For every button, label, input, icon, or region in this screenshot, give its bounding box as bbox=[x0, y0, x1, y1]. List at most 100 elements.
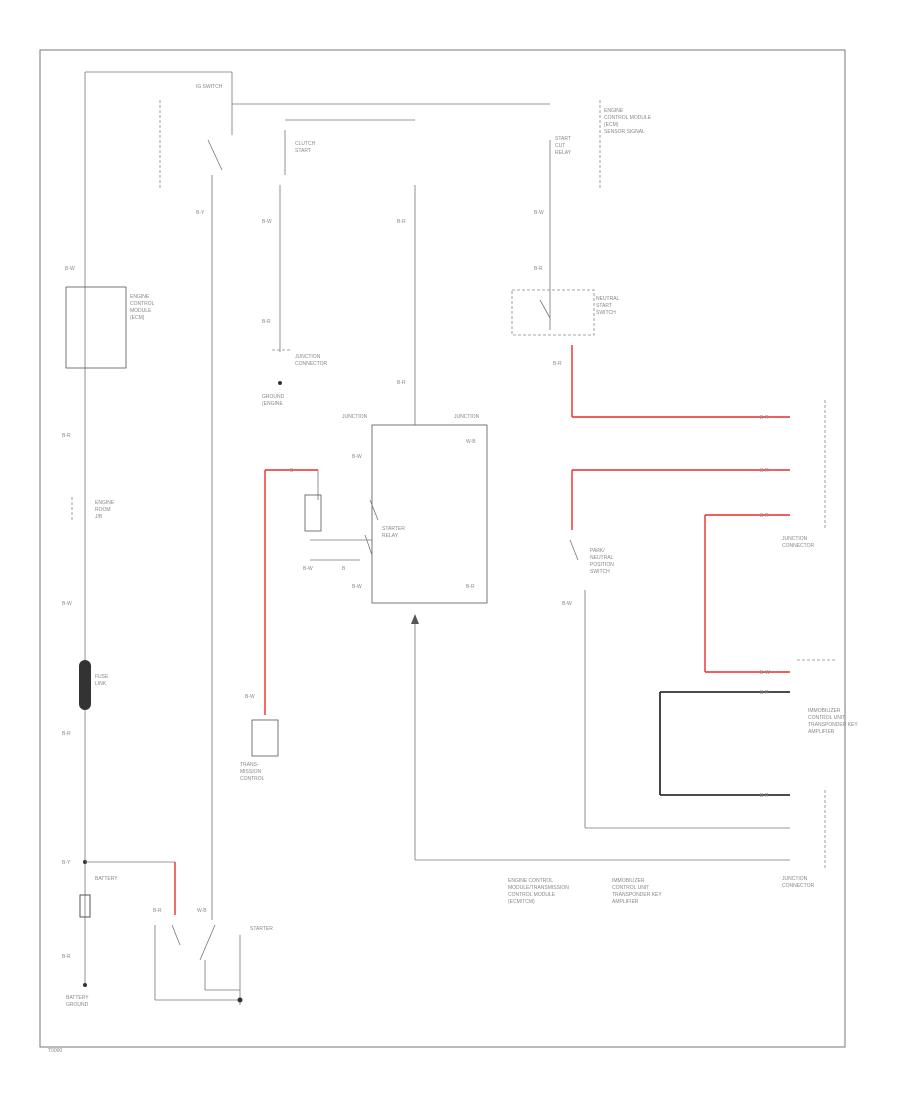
start-cut-label: RELAY bbox=[555, 150, 572, 156]
ig-switch-label: IG SWITCH bbox=[196, 84, 223, 90]
bottom-note-right: AMPLIFIER bbox=[612, 899, 639, 905]
clutch-switch-column: CLUTCH START B-W B-R JUNCTION CONNECTOR … bbox=[262, 119, 415, 407]
left-power-column: B-W ENGINE CONTROL MODULE (ECM) B-R ENGI… bbox=[62, 71, 233, 1008]
ecm-lower-label: AMPLIFIER bbox=[808, 729, 835, 735]
wire-label: B-W bbox=[245, 694, 255, 700]
bottom-note-left: CONTROL MODULE bbox=[508, 892, 556, 898]
wire-label: W-B bbox=[197, 908, 207, 914]
junction-conn-2-label: JUNCTION bbox=[782, 536, 808, 542]
junction-conn-2-label: CONNECTOR bbox=[782, 543, 815, 549]
wire-label: B-R bbox=[466, 584, 475, 590]
starter-label: STARTER bbox=[250, 926, 273, 932]
wire-label: B-W bbox=[562, 601, 572, 607]
wire-label: B-Y bbox=[196, 210, 205, 216]
battery-icon bbox=[79, 894, 91, 918]
jb1-label: JUNCTION bbox=[342, 414, 368, 420]
wire-label: B bbox=[342, 566, 346, 572]
gauge-ground-label: (ENGINE bbox=[262, 401, 284, 407]
bottom-note-left: ENGINE CONTROL bbox=[508, 878, 553, 884]
ecm-right-label: SENSOR SIGNAL bbox=[604, 129, 645, 135]
gauge-ground-label: GROUND bbox=[262, 394, 285, 400]
battery-label: BATTERY bbox=[95, 876, 118, 882]
diagram-frame bbox=[39, 49, 846, 1048]
start-cut-label: CUT bbox=[555, 143, 565, 149]
start-cut-label: START bbox=[555, 136, 571, 142]
ecm-right-label: (ECM) bbox=[604, 122, 619, 128]
wire-label: B-R bbox=[534, 266, 543, 272]
ignition-switch-column: IG SWITCH B-Y B-R W-B STARTER bbox=[150, 84, 550, 1005]
transmission-label: MISSION bbox=[240, 769, 262, 775]
bottom-note-left: (ECM/TCM) bbox=[508, 899, 535, 905]
junction-conn-label: JUNCTION bbox=[295, 354, 321, 360]
wire-label: B-W bbox=[62, 601, 72, 607]
junction-conn-label: CONNECTOR bbox=[295, 361, 328, 367]
fuse-link-label: FUSE bbox=[95, 674, 109, 680]
transmission-label: TRANS- bbox=[240, 762, 259, 768]
wire-label: B-R bbox=[760, 793, 769, 799]
ecm-box-left bbox=[65, 286, 127, 369]
neutral-switch-label: SWITCH bbox=[596, 310, 616, 316]
wire-label: B-R bbox=[62, 954, 71, 960]
wire-label: B-R bbox=[397, 380, 406, 386]
engine-room-jb-label: ENGINE bbox=[95, 500, 115, 506]
engine-room-jb-label: J/B bbox=[95, 514, 103, 520]
wire-label: B-W bbox=[303, 566, 313, 572]
starter-relay-section: B-R B-R JUNCTION JUNCTION W-B STARTER RE… bbox=[240, 185, 790, 861]
ecm-label: (ECM) bbox=[130, 315, 145, 321]
starter-relay-label: RELAY bbox=[382, 533, 399, 539]
wire-label: B-R bbox=[760, 513, 769, 519]
clutch-switch-label: CLUTCH bbox=[295, 141, 316, 147]
fuse-link-label: LINK bbox=[95, 681, 107, 687]
bottom-note-right: TRANSPONDER KEY bbox=[612, 892, 662, 898]
engine-room-jb-label: ROOM bbox=[95, 507, 111, 513]
junction-conn-3-label: JUNCTION bbox=[782, 876, 808, 882]
neutral-switch-label: START bbox=[596, 303, 612, 309]
wire-label: W-B bbox=[466, 439, 476, 445]
wire-label: B-R bbox=[153, 908, 162, 914]
wire-label: B-Y bbox=[62, 860, 71, 866]
ecm-right-label: CONTROL MODULE bbox=[604, 115, 652, 121]
transmission-box bbox=[251, 719, 279, 757]
wire-label: B-W bbox=[352, 584, 362, 590]
wire-label: B-R bbox=[262, 319, 271, 325]
park-neutral-label: SWITCH bbox=[590, 569, 610, 575]
ecm-label: CONTROL bbox=[130, 301, 155, 307]
wire-label: B-R bbox=[553, 361, 562, 367]
battery-ground-label: GROUND bbox=[66, 1002, 89, 1008]
bottom-note-right: CONTROL UNIT bbox=[612, 885, 649, 891]
wire-label: B-W bbox=[262, 219, 272, 225]
park-neutral-label: NEUTRAL bbox=[590, 555, 614, 561]
corner-label: T0000 bbox=[48, 1048, 62, 1054]
jb2-label: JUNCTION bbox=[454, 414, 480, 420]
battery-ground-label: BATTERY bbox=[66, 995, 89, 1001]
wire-label: B-R bbox=[62, 731, 71, 737]
wire-label: B-W bbox=[65, 266, 75, 272]
park-neutral-label: PARK/ bbox=[590, 548, 605, 554]
wire-label: B-W bbox=[534, 210, 544, 216]
bottom-note-right: IMMOBILIZER bbox=[612, 878, 645, 884]
wire-label: B-W bbox=[352, 454, 362, 460]
ecm-label: MODULE bbox=[130, 308, 152, 314]
bottom-note-left: MODULE/TRANSMISSION bbox=[508, 885, 569, 891]
wire-label: B-R bbox=[760, 690, 769, 696]
ecm-right-label: ENGINE bbox=[604, 108, 624, 114]
starter-relay-label: STARTER bbox=[382, 526, 405, 532]
wire-label: B-W bbox=[760, 670, 770, 676]
neutral-switch-box bbox=[511, 289, 595, 336]
right-section: ENGINE CONTROL MODULE (ECM) SENSOR SIGNA… bbox=[508, 100, 858, 905]
starter-relay-box bbox=[371, 424, 488, 604]
ecm-lower-label: CONTROL UNIT bbox=[808, 715, 845, 721]
wire-label: B-R bbox=[397, 219, 406, 225]
wire-label: B-R bbox=[760, 415, 769, 421]
clutch-switch-label: START bbox=[295, 148, 311, 154]
wire-label: B-R bbox=[760, 468, 769, 474]
transmission-label: CONTROL bbox=[240, 776, 265, 782]
neutral-switch-label: NEUTRAL bbox=[596, 296, 620, 302]
ecm-lower-label: TRANSPONDER KEY bbox=[808, 722, 858, 728]
ecm-label: ENGINE bbox=[130, 294, 150, 300]
wire-label: B-R bbox=[62, 433, 71, 439]
fuse-link-icon bbox=[79, 660, 91, 710]
junction-conn-3-label: CONNECTOR bbox=[782, 883, 815, 889]
park-neutral-label: POSITION bbox=[590, 562, 614, 568]
